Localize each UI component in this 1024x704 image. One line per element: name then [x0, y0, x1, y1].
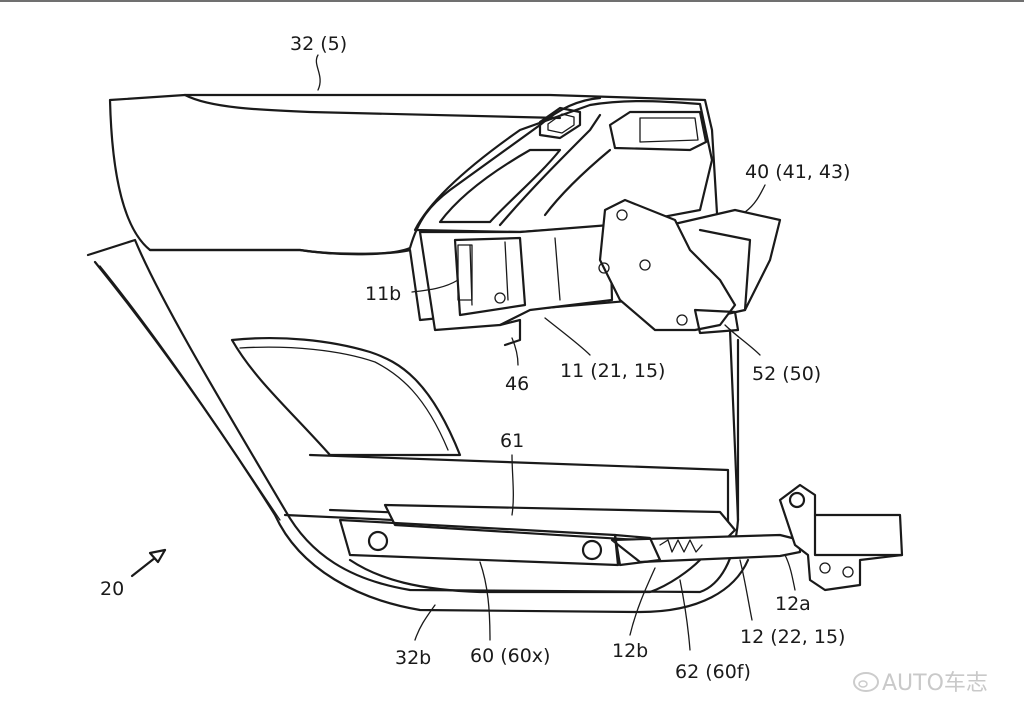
leader-46	[511, 337, 519, 366]
label-46: 46	[505, 373, 529, 395]
upper-member-body	[418, 223, 614, 332]
leader-62	[679, 579, 691, 651]
lower-member-hole-2	[581, 539, 603, 561]
bracket-hole-3	[639, 259, 651, 271]
label-11: 11 (21, 15)	[560, 360, 665, 382]
bracket-plate	[598, 198, 737, 332]
lower-member-hole-1	[367, 530, 389, 552]
upper-member-hole	[494, 292, 506, 304]
flange-46	[498, 318, 522, 347]
bracket-hole-1	[616, 209, 628, 221]
leader-32b	[414, 604, 436, 641]
leader-12a	[784, 554, 796, 591]
leader-40	[744, 184, 766, 213]
label-61: 61	[500, 430, 524, 452]
leader-12	[739, 559, 753, 621]
lower-trim-inner-edge	[93, 260, 750, 614]
upper-trim-top-edge	[183, 93, 562, 120]
bracket-hole-4	[676, 314, 688, 326]
bracket-hole-2	[598, 262, 610, 274]
grip-slot-inner	[639, 117, 699, 143]
leader-12b	[629, 567, 656, 636]
switch-panel-inner	[547, 113, 575, 134]
mount-hole-2	[842, 566, 854, 578]
mount-hole-top	[788, 491, 806, 509]
lower-trim-outline	[86, 238, 740, 594]
leader-32-5	[315, 54, 321, 91]
pocket-60-recess	[230, 336, 462, 457]
label-60: 60 (60x)	[470, 645, 550, 667]
label-40: 40 (41, 43)	[745, 161, 850, 183]
switch-panel	[538, 106, 582, 140]
lower-member-rod	[610, 533, 802, 564]
mount-bracket-edge	[813, 513, 904, 557]
label-32-5: 32 (5)	[290, 33, 347, 55]
recess-sweep-2	[543, 148, 612, 217]
label-12a: 12a	[775, 593, 811, 615]
leader-60	[479, 561, 491, 641]
handle-recess-outer	[413, 100, 714, 234]
pocket-60-bottom	[348, 558, 702, 594]
leader-52	[724, 324, 761, 356]
label-11b: 11b	[365, 283, 401, 305]
mount-hole-1	[819, 562, 831, 574]
handle-box-edge	[698, 228, 752, 312]
clip-11b	[457, 244, 473, 301]
leader-61	[511, 454, 514, 516]
lower-trim-inner-edge-2	[99, 265, 281, 521]
handle-recess-inner	[438, 148, 562, 224]
door-rear-edge	[728, 328, 740, 522]
mount-bracket-12a	[778, 483, 904, 592]
lower-member-body	[338, 518, 620, 567]
lower-member-clip-12b	[613, 533, 662, 567]
bracket-52-foot	[693, 308, 740, 335]
arrow-20-head	[148, 548, 167, 564]
pocket-60-recess-inner	[239, 346, 449, 451]
label-62: 62 (60f)	[675, 661, 751, 683]
clip-spring	[659, 539, 703, 553]
watermark-text: AUTO车志	[882, 671, 988, 696]
watermark-icon	[853, 672, 879, 692]
label-12: 12 (22, 15)	[740, 626, 845, 648]
leader-11	[544, 317, 591, 356]
label-20: 20	[100, 578, 124, 600]
upper-member-rib-2	[504, 241, 509, 301]
label-32b: 32b	[395, 647, 431, 669]
leader-11b	[411, 279, 459, 293]
recess-sweep	[498, 113, 602, 227]
grip-slot-outer	[608, 110, 708, 152]
label-12b: 12b	[612, 640, 648, 662]
upper-member-rib-3	[554, 237, 561, 301]
label-52: 52 (50)	[752, 363, 821, 385]
